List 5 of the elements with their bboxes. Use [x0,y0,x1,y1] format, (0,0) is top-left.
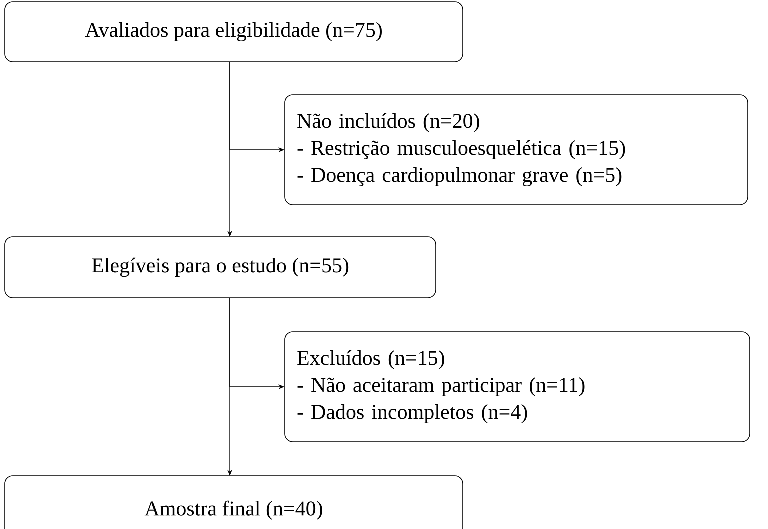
process-box: Elegíveis para o estudo (n=55) [4,236,436,298]
process-box: Amostra final (n=40) [4,476,464,529]
note-box: Não incluídos (n=20) - Restrição musculoesquelética (n=15) - Doença cardiopulmonar grave (n=5) [284,94,748,206]
note-box: Excluídos (n=15) - Não aceitaram participar (n=11) - Dados incompletos (n=4) [284,332,750,442]
process-box: Avaliados para eligibilidade (n=75) [4,2,464,62]
